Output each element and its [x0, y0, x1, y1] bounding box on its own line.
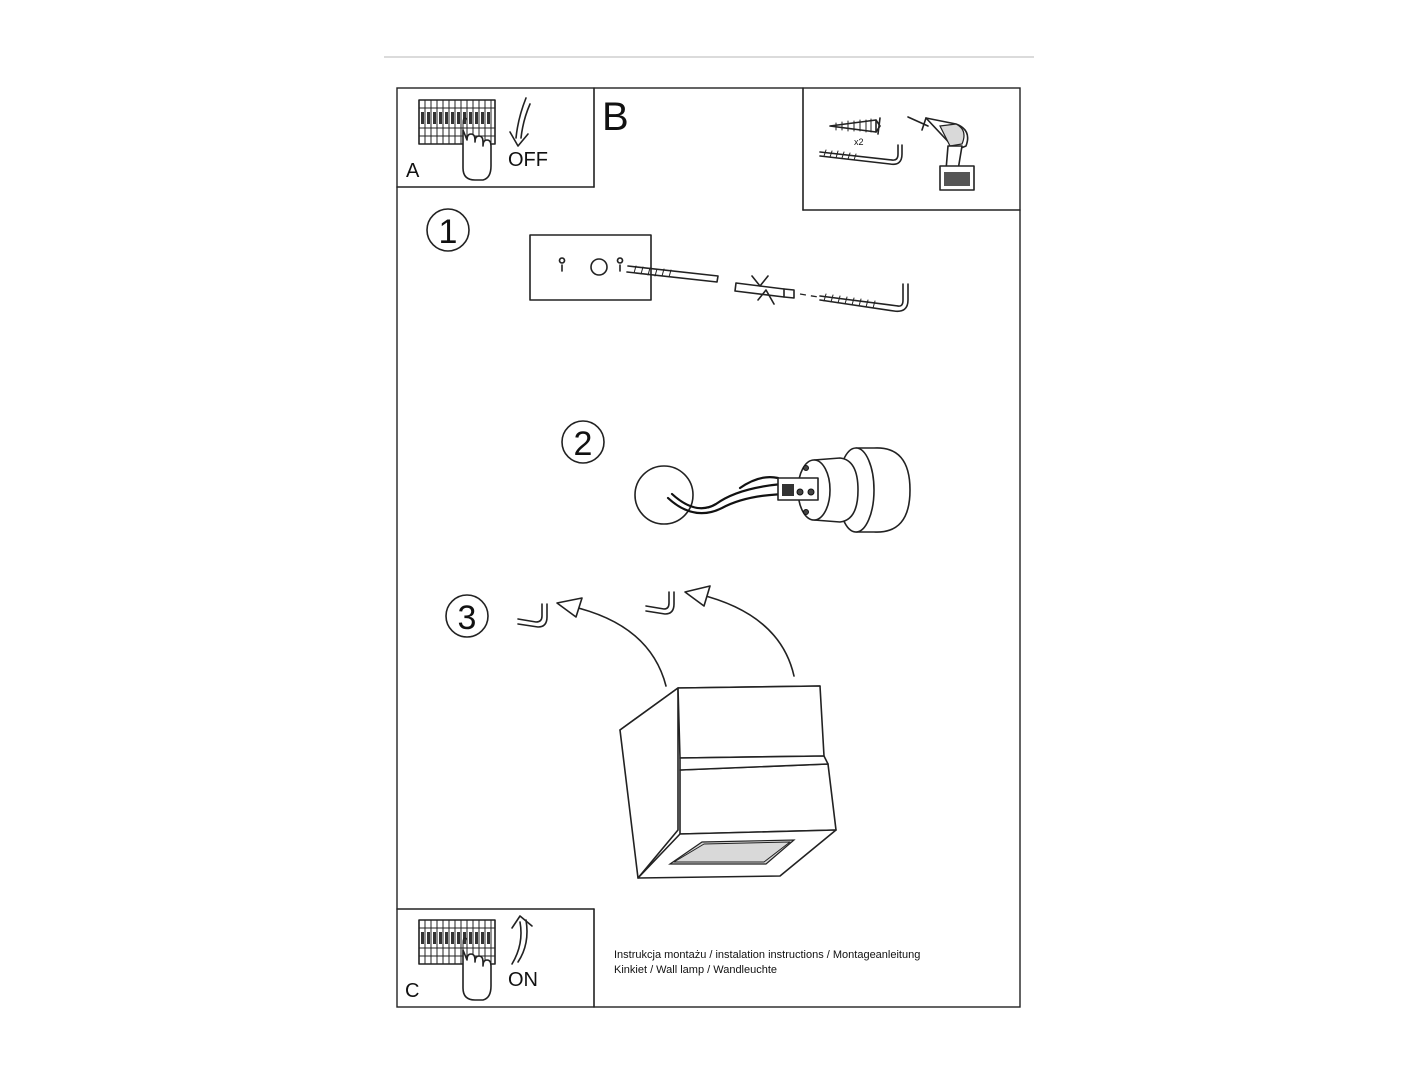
- wall-outlet: [634, 465, 694, 525]
- arrow-to-right-hook: [697, 593, 795, 677]
- drill-bit: [626, 265, 719, 283]
- breaker-icon: [418, 99, 496, 181]
- panel-c-action: ON: [508, 969, 538, 991]
- hook-right: [645, 591, 675, 615]
- breaker-icon: [418, 919, 496, 1001]
- hook-screw: [819, 283, 909, 313]
- step-1-badge: [426, 208, 470, 252]
- lamp-socket: [777, 447, 911, 533]
- step-3-badge: [445, 594, 489, 638]
- panel-a-power-off: A OFF: [396, 87, 595, 188]
- arrow-down-icon: [515, 97, 527, 139]
- sheet-frame: [396, 87, 1021, 1008]
- quantity-label: x2: [854, 137, 864, 147]
- arrow-to-left-hook: [569, 605, 667, 687]
- drill-icon: [907, 116, 975, 191]
- wall-plug: [734, 275, 795, 305]
- tools-panel: x2: [802, 87, 1021, 211]
- hook-left: [517, 603, 548, 628]
- step-1: 1: [426, 208, 909, 313]
- panel-c-power-on: C ON: [396, 908, 595, 1008]
- caption-line-2: Kinkiet / Wall lamp / Wandleuchte: [614, 964, 778, 976]
- hook-screw-icon: [819, 144, 903, 166]
- panel-b-letter: B: [602, 95, 629, 139]
- panel-c-letter: C: [405, 980, 419, 1002]
- lamp-cube: [619, 685, 837, 879]
- wall-plug-icon: [829, 117, 881, 135]
- step-1-number: 1: [439, 213, 458, 251]
- panel-a-action: OFF: [508, 149, 548, 171]
- arrow-up-icon: [517, 919, 528, 963]
- step-2-number: 2: [574, 425, 593, 463]
- step-2: 2: [561, 420, 911, 533]
- step-3: 3: [445, 585, 837, 879]
- panel-a-letter: A: [406, 160, 420, 182]
- step-3-number: 3: [458, 599, 477, 637]
- step-2-badge: [561, 420, 605, 464]
- caption-line-1: Instrukcja montażu / instalation instruc…: [614, 949, 921, 961]
